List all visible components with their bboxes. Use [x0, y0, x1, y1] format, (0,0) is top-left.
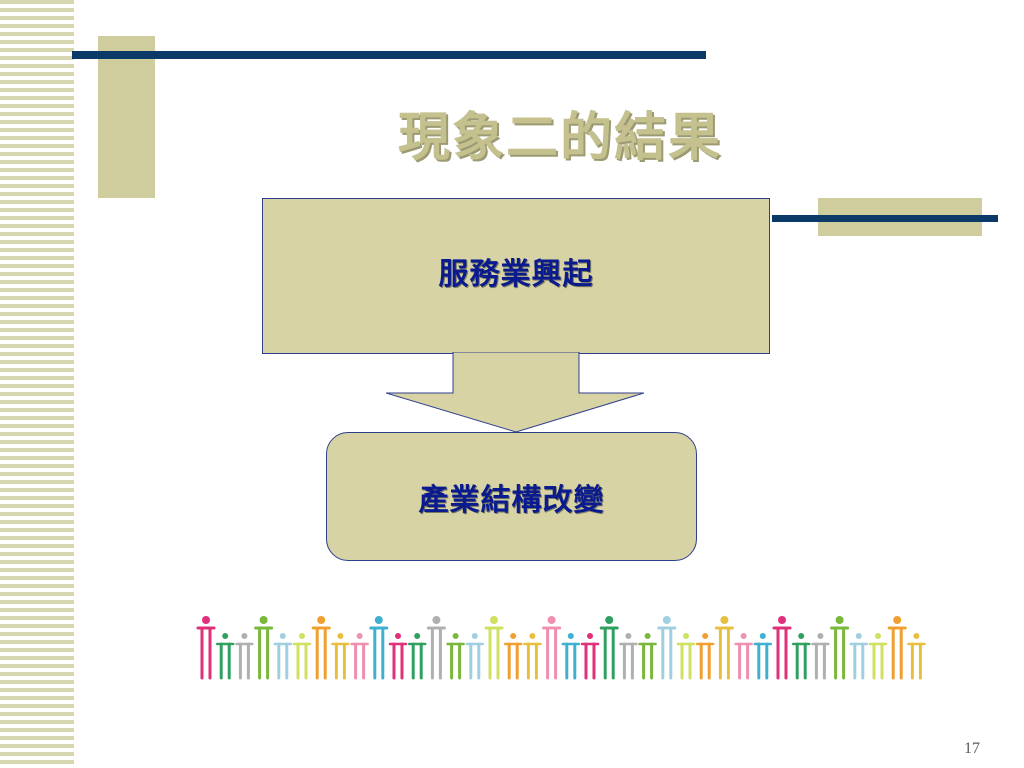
person-figure: [196, 616, 216, 680]
person-figure: [580, 633, 600, 680]
person-figure: [772, 616, 792, 680]
bottom-box: 產業結構改變: [326, 432, 697, 561]
people-figures-icon: [196, 616, 926, 680]
person-figure: [273, 633, 293, 680]
person-figure: [446, 633, 465, 680]
person-figure: [331, 633, 350, 680]
left-stripe-pattern: [0, 0, 74, 768]
person-figure: [311, 616, 331, 680]
person-figure: [868, 633, 888, 680]
person-figure: [811, 633, 830, 680]
person-figure: [215, 633, 235, 680]
person-figure: [907, 633, 926, 680]
top-box: 服務業興起: [262, 198, 770, 354]
person-figure: [830, 616, 850, 680]
person-figure: [753, 633, 773, 680]
person-figure: [619, 633, 638, 680]
person-figure: [407, 633, 427, 680]
person-figure: [657, 616, 677, 680]
down-arrow: [386, 352, 644, 433]
person-figure: [465, 633, 485, 680]
bottom-box-label: 產業結構改變: [418, 482, 605, 518]
page-number: 17: [964, 740, 980, 757]
person-figure: [503, 633, 523, 680]
person-figure: [426, 616, 446, 680]
top-accent-bar: [72, 51, 706, 59]
person-figure: [484, 616, 504, 680]
person-figure: [695, 633, 715, 680]
person-figure: [887, 616, 907, 680]
person-figure: [350, 633, 369, 680]
person-figure: [561, 633, 581, 680]
person-figure: [254, 616, 274, 680]
top-left-accent-block: [98, 36, 155, 198]
person-figure: [235, 633, 254, 680]
person-figure: [791, 633, 811, 680]
person-figure: [676, 633, 696, 680]
person-figure: [849, 633, 869, 680]
person-figure: [599, 616, 619, 680]
person-figure: [523, 633, 542, 680]
right-accent-bar: [772, 215, 998, 222]
person-figure: [292, 633, 312, 680]
person-figure: [734, 633, 753, 680]
person-figure: [638, 633, 657, 680]
top-box-label: 服務業興起: [438, 257, 594, 292]
person-figure: [369, 616, 389, 680]
person-figure: [714, 616, 734, 680]
person-figure: [542, 616, 562, 680]
person-figure: [388, 633, 408, 680]
slide-title: 現象二的結果: [397, 107, 722, 168]
